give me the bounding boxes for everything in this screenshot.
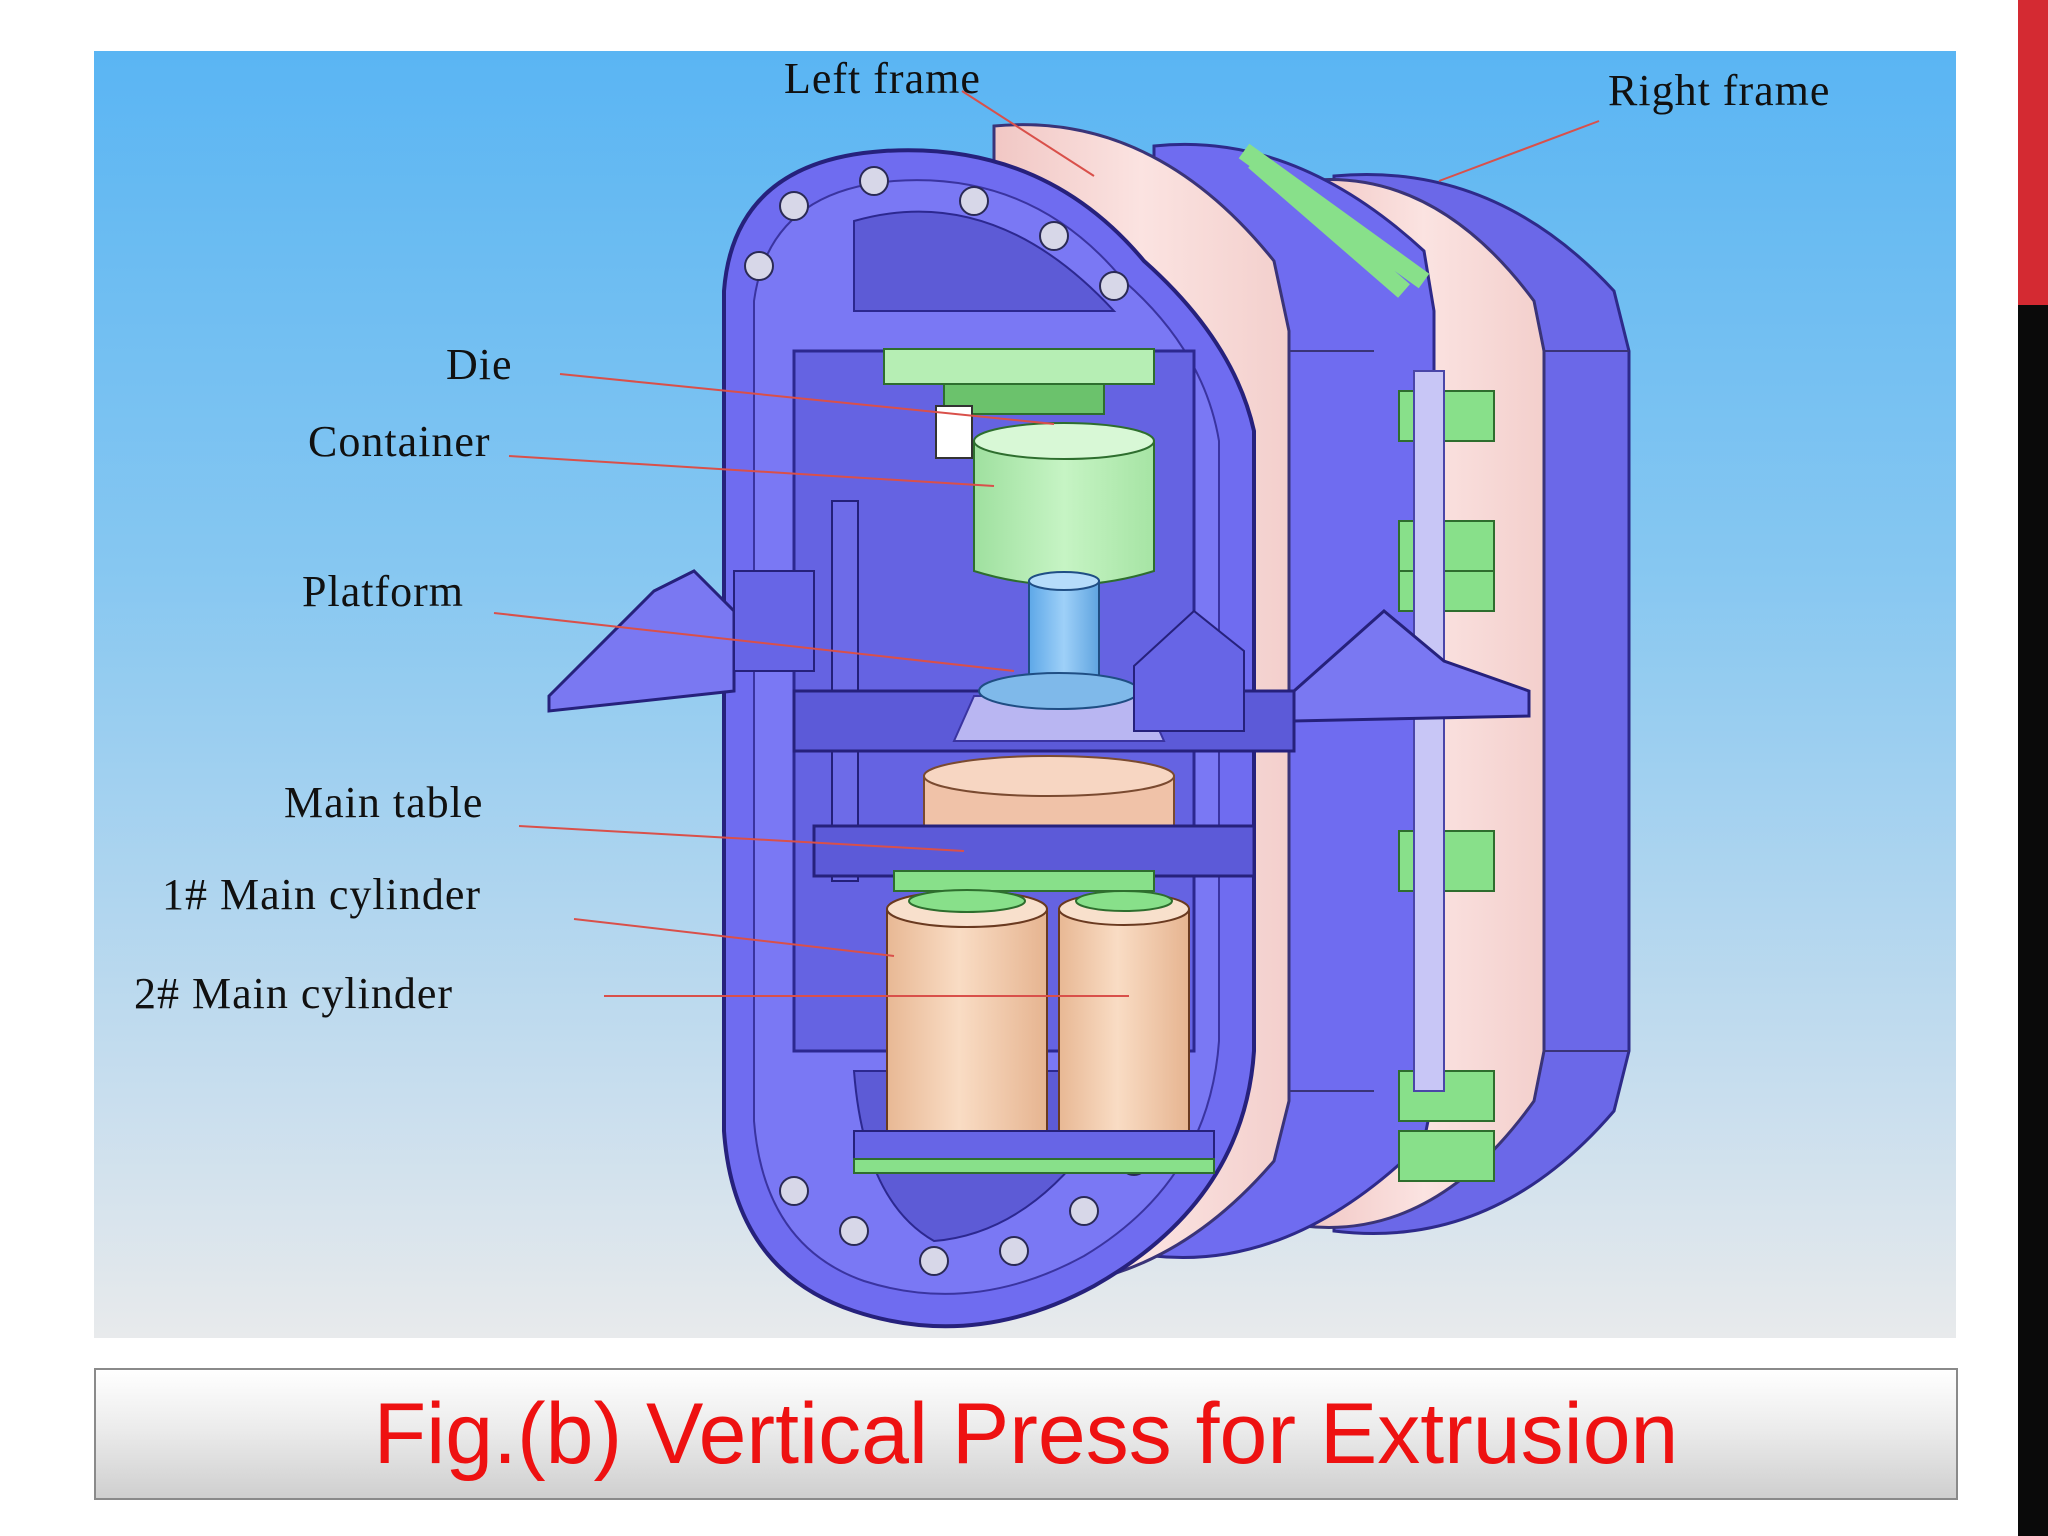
label-die: Die: [446, 340, 513, 389]
label-main-table: Main table: [284, 778, 484, 827]
main-cylinders: [853, 889, 1215, 1174]
caption-box: Fig.(b) Vertical Press for Extrusion: [94, 1368, 1958, 1500]
label-left-frame: Left frame: [784, 54, 981, 103]
slide-accent-bar: [2018, 0, 2048, 305]
main-table: [812, 755, 1256, 892]
label-main-cylinder-2: 2# Main cylinder: [134, 969, 454, 1018]
label-platform: Platform: [302, 567, 464, 616]
container-block: [973, 422, 1155, 586]
label-right-frame: Right frame: [1608, 66, 1831, 115]
figure-caption: Fig.(b) Vertical Press for Extrusion: [373, 1385, 1679, 1482]
press-diagram: Left frame Right frame Die Container Pla…: [94, 51, 1956, 1338]
label-main-cylinder-1: 1# Main cylinder: [162, 870, 482, 919]
press-drawing: [493, 90, 1631, 1329]
slide-edge-bar: [2018, 305, 2048, 1536]
label-container: Container: [308, 417, 491, 466]
platform: [547, 569, 1531, 753]
die-block: [883, 348, 1155, 459]
leader-lines: [493, 90, 1600, 997]
